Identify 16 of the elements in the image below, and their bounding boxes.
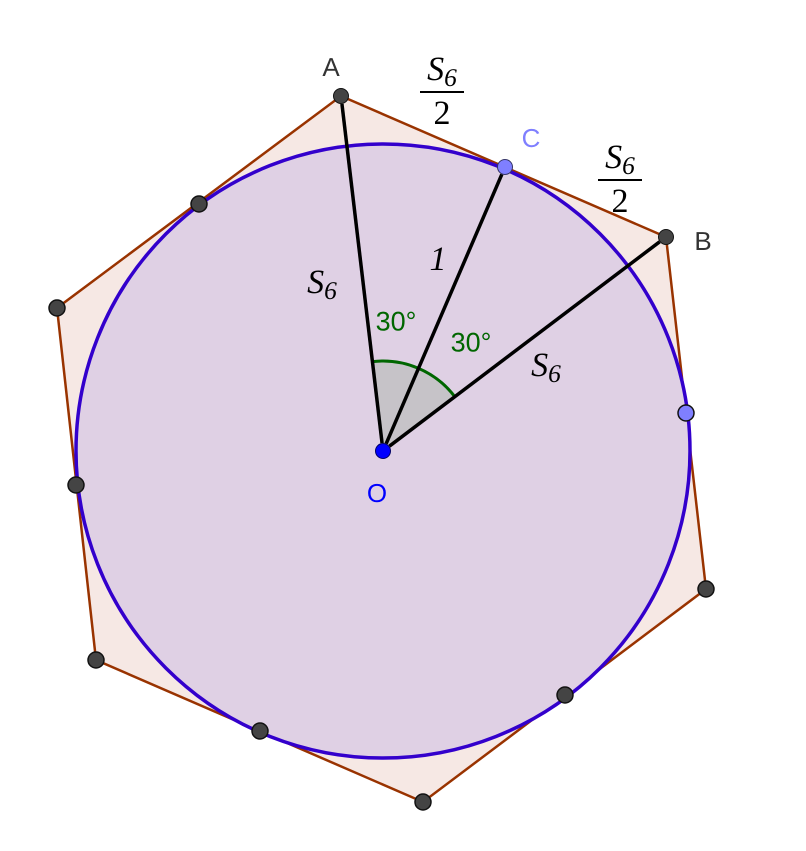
line-segment bbox=[384, 174, 504, 444]
angle-label: 30° bbox=[376, 308, 416, 336]
point-label: A bbox=[322, 54, 340, 80]
edge-label: S$_{6}$ bbox=[531, 349, 561, 383]
line-segment bbox=[340, 104, 384, 444]
fraction-numerator: S$_{6}$ bbox=[605, 141, 635, 175]
edge-label: S$_{6}$ bbox=[307, 266, 337, 300]
point-label: C bbox=[522, 125, 540, 151]
edge-label: 1 bbox=[430, 243, 446, 277]
angle-label: 30° bbox=[450, 330, 492, 356]
fraction-numerator: S$_{6}$ bbox=[427, 53, 457, 87]
point-label: B bbox=[694, 228, 712, 254]
fraction-denominator: 2 bbox=[434, 97, 450, 131]
line-segment bbox=[388, 240, 661, 448]
fraction-denominator: 2 bbox=[612, 185, 628, 219]
point-label: O bbox=[366, 480, 388, 506]
